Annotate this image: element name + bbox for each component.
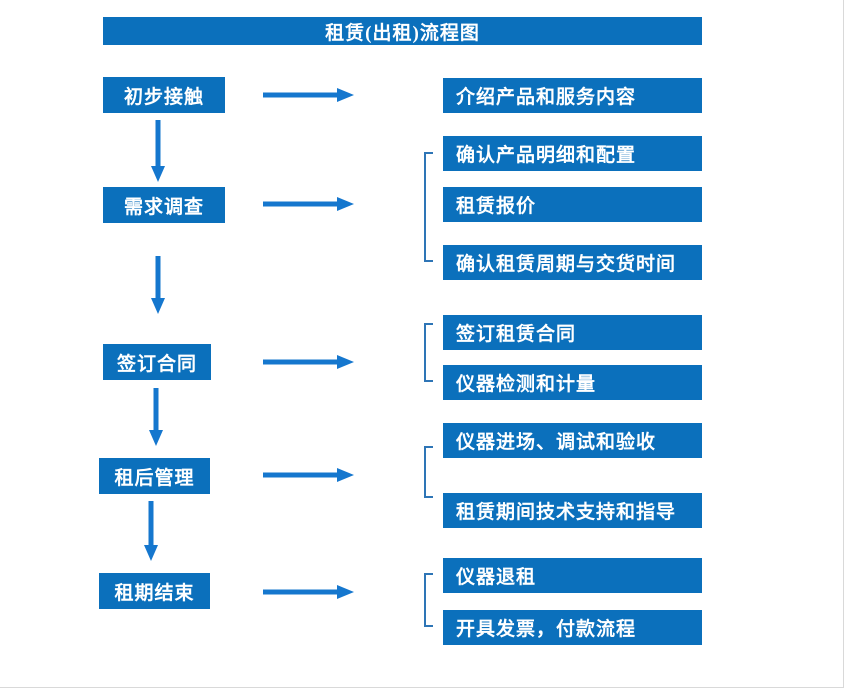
arrow-right-icon [263, 355, 354, 369]
flowchart-title-bar: 租赁(出租)流程图 [103, 17, 702, 45]
detail-label: 仪器检测和计量 [456, 374, 597, 395]
detail-box-instrument-inspection-metering: 仪器检测和计量 [443, 365, 702, 400]
detail-box-sign-rental-contract: 签订租赁合同 [443, 315, 702, 350]
stage-label: 需求调查 [123, 196, 204, 218]
detail-label: 租赁报价 [456, 196, 537, 217]
arrow-down-icon [151, 256, 165, 314]
arrow-down-icon [149, 388, 163, 446]
detail-label: 租赁期间技术支持和指导 [456, 502, 677, 523]
stage-box-lease-end: 租期结束 [99, 573, 210, 609]
detail-label: 仪器进场、调试和验收 [456, 432, 657, 453]
detail-box-instrument-return: 仪器退租 [443, 558, 702, 593]
arrow-right-icon [263, 197, 354, 211]
stage-box-demand-survey: 需求调查 [103, 187, 225, 223]
detail-label: 介绍产品和服务内容 [456, 87, 637, 108]
detail-box-confirm-product-details: 确认产品明细和配置 [443, 136, 702, 171]
arrow-right-icon [263, 468, 354, 482]
detail-box-technical-support-guidance: 租赁期间技术支持和指导 [443, 493, 702, 528]
bracket-connector [424, 446, 433, 498]
bracket-connector [424, 152, 433, 262]
bracket-connector [424, 573, 433, 627]
flowchart-title: 租赁(出租)流程图 [325, 22, 480, 44]
arrow-right-icon [263, 585, 354, 599]
detail-label: 开具发票，付款流程 [456, 619, 637, 640]
stage-label: 初步接触 [123, 86, 204, 108]
detail-box-confirm-rental-period-delivery: 确认租赁周期与交货时间 [443, 245, 702, 280]
detail-label: 仪器退租 [456, 567, 537, 588]
arrow-down-icon [144, 501, 158, 561]
detail-label: 确认产品明细和配置 [456, 145, 637, 166]
stage-box-sign-contract: 签订合同 [103, 344, 211, 380]
stage-label: 租期结束 [114, 582, 195, 604]
stage-box-post-rental-management: 租后管理 [99, 458, 210, 494]
stage-box-initial-contact: 初步接触 [103, 77, 225, 113]
stage-label: 租后管理 [114, 467, 195, 489]
detail-label: 确认租赁周期与交货时间 [456, 254, 677, 275]
detail-box-introduce-products-services: 介绍产品和服务内容 [443, 78, 702, 113]
detail-box-rental-quotation: 租赁报价 [443, 187, 702, 222]
stage-label: 签订合同 [116, 353, 197, 375]
arrow-right-icon [263, 88, 354, 102]
detail-box-instrument-arrival-debug-acceptance: 仪器进场、调试和验收 [443, 423, 702, 458]
detail-box-invoice-payment-process: 开具发票，付款流程 [443, 610, 702, 645]
arrow-down-icon [151, 120, 165, 182]
bracket-connector [424, 323, 433, 382]
detail-label: 签订租赁合同 [456, 324, 577, 345]
